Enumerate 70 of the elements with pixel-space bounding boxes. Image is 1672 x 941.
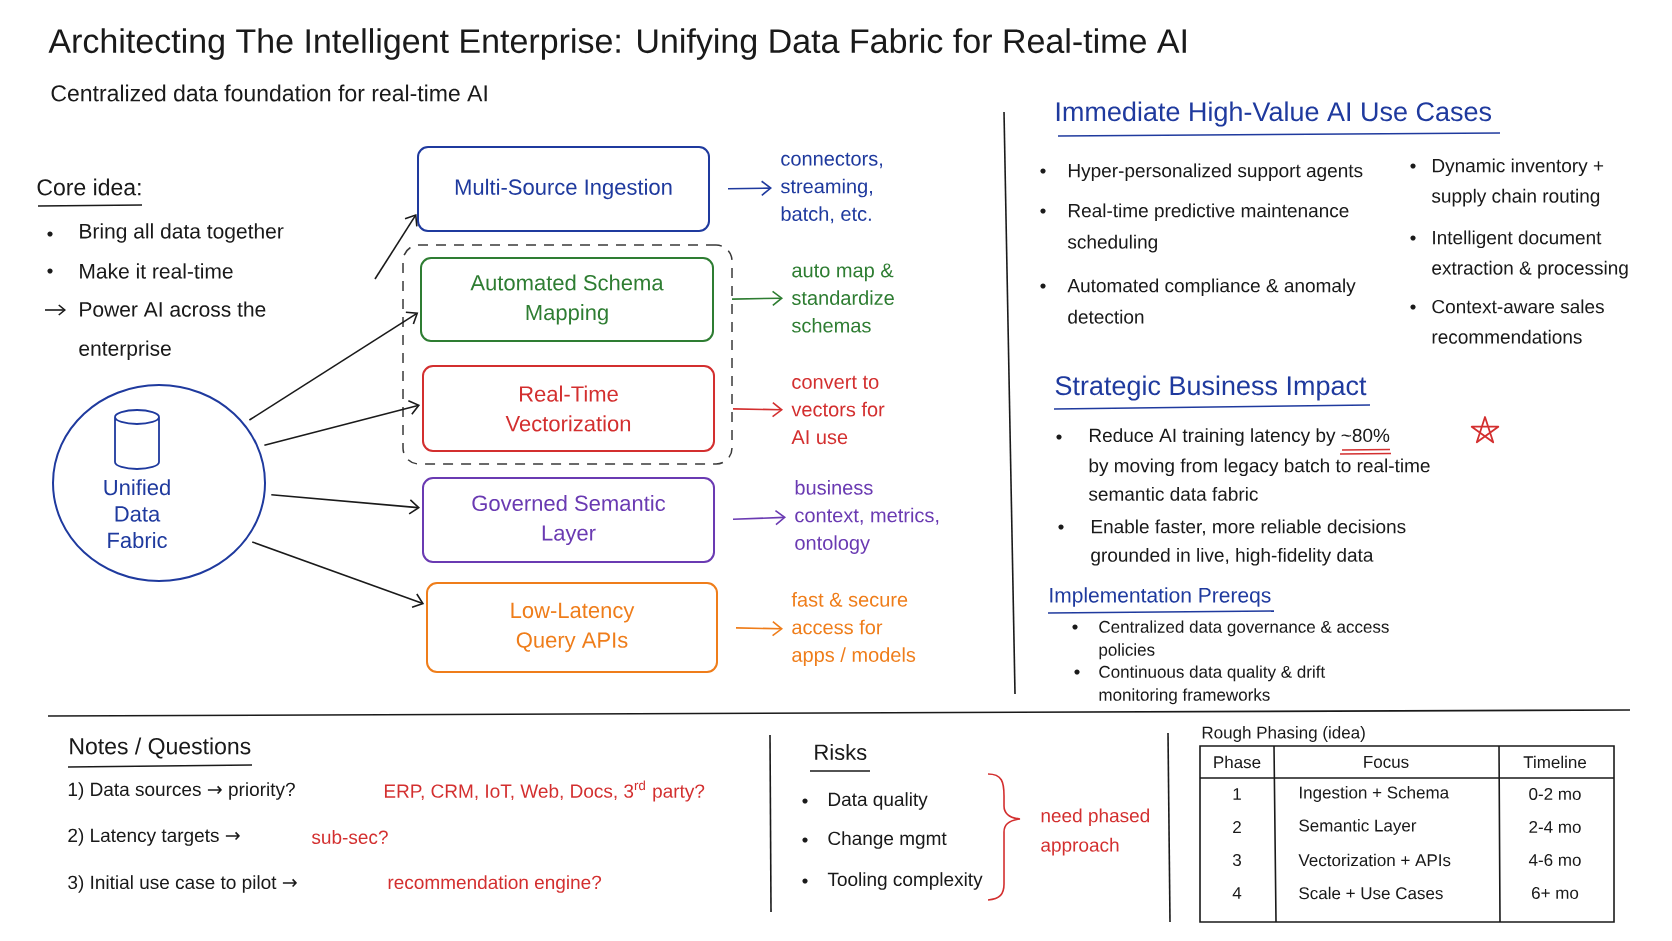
table-cell: 4 bbox=[1232, 887, 1242, 899]
table-header: Timeline bbox=[1523, 755, 1587, 769]
table-cell: Ingestion + Schema bbox=[1300, 786, 1450, 802]
section-heading: Immediate High-Value AI Use Cases bbox=[1056, 101, 1492, 127]
arrow bbox=[251, 541, 425, 608]
circle-node: Unified Data Fabric bbox=[52, 384, 266, 582]
title: Architecting The Intelligent Enterprise: Unifying Data Fabric for Real-time AI bbox=[48, 28, 1186, 60]
bullet-text: Automated compliance & anomaly detection bbox=[1067, 278, 1356, 324]
table-cell: 3 bbox=[1232, 854, 1241, 866]
arrow bbox=[732, 401, 783, 418]
bullet-text: Enable faster, more reliable decisions grounded in live, high-fidelity data bbox=[1091, 519, 1406, 566]
arrow bbox=[732, 509, 786, 526]
table-cell: 1 bbox=[1233, 788, 1241, 800]
arrow bbox=[735, 620, 783, 637]
bullet-text: by moving from legacy batch to real-time semantic data fabric bbox=[1088, 458, 1430, 501]
table-header: Phase bbox=[1214, 755, 1261, 769]
bullet-text: Bring all data together bbox=[80, 223, 284, 243]
arrow bbox=[731, 290, 783, 307]
table-cell: 2-4 mo bbox=[1529, 821, 1581, 833]
bullet-text: Tooling complexity bbox=[827, 872, 983, 890]
note-text: 1) Data sources → priority? bbox=[68, 782, 295, 800]
section-heading: Implementation Prereqs bbox=[1050, 587, 1271, 607]
table-cell: 2 bbox=[1233, 821, 1241, 833]
annotation-text: business context, metrics, ontology bbox=[795, 480, 939, 554]
bullet-text: Continuous data quality & drift monitoring frameworks bbox=[1099, 665, 1326, 705]
bullet-text: Dynamic inventory + supply chain routing bbox=[1431, 158, 1604, 207]
table-header: Focus bbox=[1364, 756, 1409, 768]
section-heading: Strategic Business Impact bbox=[1055, 375, 1367, 401]
bullet-text: Power AI across the enterprise bbox=[79, 301, 266, 361]
note-text: 3) Initial use case to pilot → bbox=[68, 875, 297, 893]
table-cell: Semantic Layer bbox=[1299, 819, 1417, 835]
table-cell: Scale + Use Cases bbox=[1299, 886, 1443, 900]
annotation-text: convert to vectors for AI use bbox=[791, 375, 885, 445]
process-box: Multi-Source Ingestion bbox=[417, 146, 710, 232]
annotation-text: fast & secure access for apps / models bbox=[791, 592, 916, 666]
note-text: sub-sec? bbox=[311, 830, 388, 844]
arrow bbox=[374, 213, 418, 280]
dashed-group-box bbox=[402, 244, 733, 465]
process-box: Automated Schema Mapping bbox=[420, 257, 714, 342]
subtitle: Centralized data foundation for real-time AI bbox=[51, 84, 487, 102]
note-text: recommendation engine? bbox=[388, 875, 602, 893]
arrow bbox=[263, 400, 421, 447]
bullet-text: Centralized data governance & access policies bbox=[1099, 620, 1389, 660]
process-box: Real-Time Vectorization bbox=[422, 365, 715, 452]
note-text: need phased approach bbox=[1041, 808, 1150, 856]
arrow bbox=[270, 493, 420, 515]
table-title: Rough Phasing (idea) bbox=[1202, 726, 1365, 742]
table-cell: 4-6 mo bbox=[1528, 854, 1581, 866]
bullet-text: Data quality bbox=[829, 792, 928, 810]
bullet-text: Make it real-time bbox=[80, 263, 233, 279]
annotation-text: auto map & standardize schemas bbox=[791, 263, 894, 333]
section-heading: Risks bbox=[815, 743, 867, 761]
bullet-text: Intelligent document extraction & processing bbox=[1432, 230, 1628, 279]
bullet-text: Context-aware sales recommendations bbox=[1432, 299, 1604, 344]
bullet-text: Reduce AI training latency by ~80% bbox=[1090, 428, 1390, 446]
note-text: ERP, CRM, IoT, Web, Docs, 3$^{rd}$ party? bbox=[384, 780, 705, 802]
section-heading: Core idea: bbox=[37, 178, 141, 196]
table-cell: 6+ mo bbox=[1532, 887, 1579, 899]
section-heading: Notes / Questions bbox=[70, 737, 251, 759]
note-text: 2) Latency targets → bbox=[68, 828, 240, 846]
annotation-text: connectors, streaming, batch, etc. bbox=[780, 152, 882, 224]
table-cell: 0-2 mo bbox=[1529, 788, 1581, 800]
bullet-text: Real-time predictive maintenance scheduling bbox=[1067, 203, 1349, 253]
arrow bbox=[248, 311, 419, 421]
table-cell: Vectorization + APIs bbox=[1298, 853, 1451, 867]
process-box: Low-Latency Query APIs bbox=[426, 582, 718, 673]
arrow bbox=[727, 180, 772, 197]
bullet-text: Change mgmt bbox=[828, 831, 947, 849]
process-box: Governed Semantic Layer bbox=[422, 477, 715, 563]
bullet-text: Hyper-personalized support agents bbox=[1069, 163, 1363, 182]
